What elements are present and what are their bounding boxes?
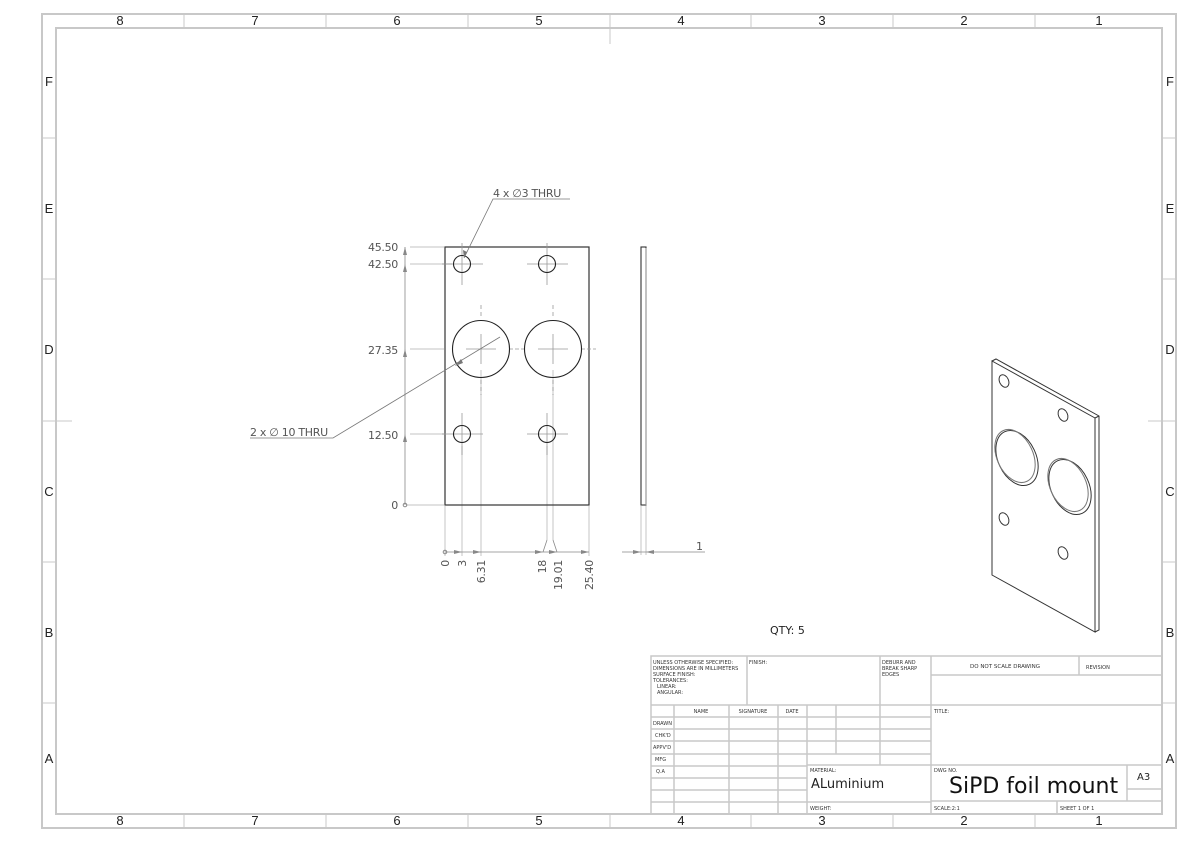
front-view: 4 x ∅3 THRU 2 x ∅ 10 THRU 45.50 42.50 27… <box>250 187 596 590</box>
zone-label: C <box>44 484 53 499</box>
row-appvd: APPV'D <box>653 745 671 751</box>
zone-label: E <box>45 201 54 216</box>
dim-42-50: 42.50 <box>368 258 398 271</box>
small-hole <box>452 424 472 444</box>
zone-label: F <box>1166 74 1174 89</box>
row-qa: Q.A <box>656 769 666 775</box>
zone-label: 4 <box>677 13 684 28</box>
zone-label: 5 <box>535 813 542 828</box>
small-hole <box>537 424 557 444</box>
dim-45-50: 45.50 <box>368 241 398 254</box>
large-hole-callout: 2 x ∅ 10 THRU <box>250 426 328 439</box>
column-labels-bottom: 8 7 6 5 4 3 2 1 <box>116 813 1102 828</box>
zone-label: 6 <box>393 813 400 828</box>
zone-label: 4 <box>677 813 684 828</box>
zone-label: E <box>1166 201 1175 216</box>
thickness-dim: 1 <box>696 540 703 553</box>
deburr-line: EDGES <box>882 672 899 678</box>
sheet-border <box>41 13 1177 829</box>
dim-6-31: 6.31 <box>475 560 488 583</box>
large-hole <box>523 319 583 379</box>
dim-0-vertical: 0 <box>391 499 398 512</box>
col-name: NAME <box>694 709 709 715</box>
sheet-number: SHEET 1 OF 1 <box>1060 806 1094 812</box>
dim-18: 18 <box>536 560 549 574</box>
row-labels-right: F E D C B A <box>1165 74 1174 766</box>
finish-label: FINISH: <box>749 660 767 666</box>
zone-ticks <box>42 14 1176 828</box>
column-labels-top: 8 7 6 5 4 3 2 1 <box>116 13 1102 28</box>
row-mfg: MFG <box>655 757 666 763</box>
dim-3: 3 <box>456 560 469 567</box>
zone-label: 6 <box>393 13 400 28</box>
col-signature: SIGNATURE <box>739 709 768 715</box>
sheet-size: A3 <box>1137 772 1150 783</box>
zone-label: 3 <box>818 813 825 828</box>
dim-27-35: 27.35 <box>368 344 398 357</box>
note-line: UNLESS OTHERWISE SPECIFIED: <box>653 660 733 666</box>
qty-note: QTY: 5 <box>770 624 805 637</box>
zone-label: 1 <box>1095 13 1102 28</box>
dim-25-40: 25.40 <box>583 560 596 590</box>
plate-outline <box>444 246 590 506</box>
zone-label: 1 <box>1095 813 1102 828</box>
note-line: DIMENSIONS ARE IN MILLIMETERS <box>653 666 738 672</box>
zone-label: 8 <box>116 13 123 28</box>
dim-19-01: 19.01 <box>552 560 565 590</box>
note-line: LINEAR: <box>657 684 677 690</box>
large-hole <box>451 319 511 379</box>
zone-label: 2 <box>960 13 967 28</box>
dwg-no-value: SiPD foil mount <box>949 774 1118 799</box>
scale-label: SCALE:2:1 <box>934 806 960 812</box>
dim-0-horizontal: 0 <box>439 560 452 567</box>
zone-label: D <box>44 342 53 357</box>
dim-12-50: 12.50 <box>368 429 398 442</box>
row-chkd: CHK'D <box>655 733 671 739</box>
weight-label: WEIGHT: <box>810 806 832 812</box>
material-value: ALuminium <box>811 777 884 792</box>
side-view: 1 <box>622 246 705 555</box>
zone-label: 8 <box>116 813 123 828</box>
small-hole <box>452 254 472 274</box>
row-drawn: DRAWN <box>653 721 672 727</box>
zone-label: F <box>45 74 53 89</box>
deburr-line: BREAK SHARP <box>882 666 917 672</box>
title-label: TITLE: <box>933 709 950 715</box>
zone-label: B <box>1166 625 1175 640</box>
small-hole <box>537 254 557 274</box>
do-not-scale: DO NOT SCALE DRAWING <box>970 664 1040 670</box>
isometric-view <box>991 358 1100 633</box>
note-line: TOLERANCES: <box>652 678 688 684</box>
zone-label: 7 <box>251 13 258 28</box>
col-date: DATE <box>785 709 798 715</box>
zone-label: 7 <box>251 813 258 828</box>
small-hole-callout: 4 x ∅3 THRU <box>493 187 561 200</box>
row-labels-left: F E D C B A <box>44 74 53 766</box>
zone-label: D <box>1165 342 1174 357</box>
title-block: UNLESS OTHERWISE SPECIFIED: DIMENSIONS A… <box>650 655 1163 815</box>
zone-label: B <box>45 625 54 640</box>
deburr-line: DEBURR AND <box>882 660 916 666</box>
material-label: MATERIAL: <box>810 768 837 774</box>
dwg-no-label: DWG NO. <box>934 768 958 774</box>
revision-label: REVISION <box>1086 665 1110 671</box>
zone-label: A <box>45 751 54 766</box>
note-line: ANGULAR: <box>657 690 683 696</box>
note-line: SURFACE FINISH: <box>653 672 696 678</box>
zone-label: 5 <box>535 13 542 28</box>
zone-label: 3 <box>818 13 825 28</box>
zone-label: 2 <box>960 813 967 828</box>
zone-label: A <box>1166 751 1175 766</box>
zone-label: C <box>1165 484 1174 499</box>
